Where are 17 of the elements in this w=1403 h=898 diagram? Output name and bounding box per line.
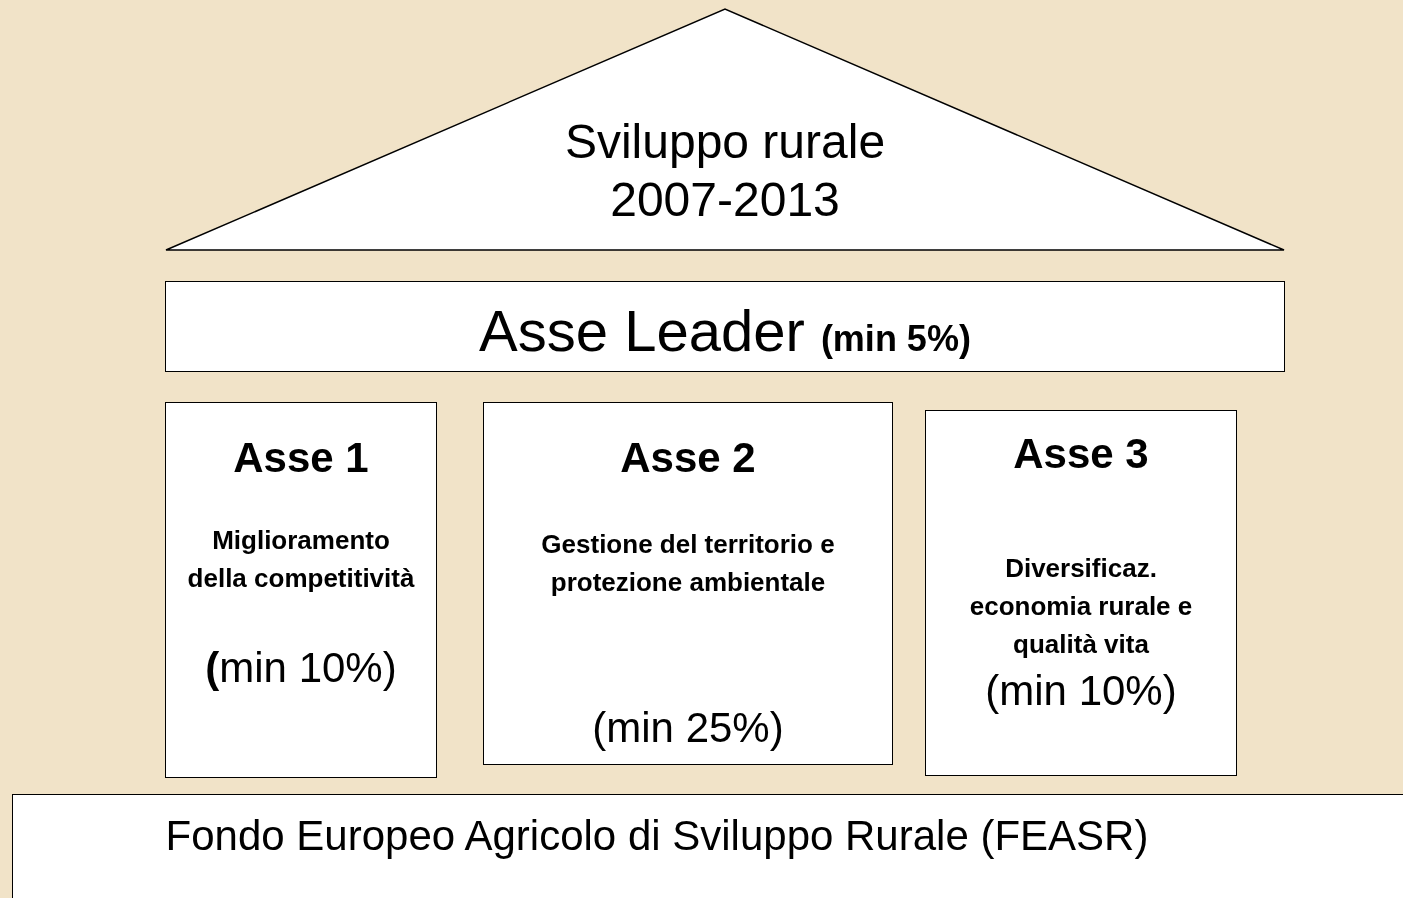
pillar-box: [925, 410, 1237, 776]
pillar-heading: Asse 3: [1013, 429, 1149, 479]
leader-band: [165, 281, 1285, 372]
pillar-box: [165, 402, 437, 778]
share-label: (min 25%): [592, 703, 784, 753]
foundation-band: [12, 794, 1403, 898]
pillar-heading: Asse 1: [233, 433, 369, 483]
pillar-description: Miglioramento della competitività: [186, 524, 416, 596]
roof-title: Sviluppo rurale 2007-2013: [563, 114, 887, 228]
pillar-description: Gestione del territorio e protezione ambientale: [540, 528, 836, 600]
share-label: (min 10%): [205, 643, 397, 693]
pillar-heading: Asse 2: [620, 433, 756, 483]
pillar-description: Diversificaz. economia rurale e qualità vita: [968, 552, 1194, 662]
share-label: (min 10%): [985, 666, 1177, 716]
band-title: Asse Leader (min 5%): [479, 297, 971, 365]
foundation-title: Fondo Europeo Agricolo di Sviluppo Rurale (FEASR): [165, 811, 1149, 861]
pillar-box: [483, 402, 893, 765]
